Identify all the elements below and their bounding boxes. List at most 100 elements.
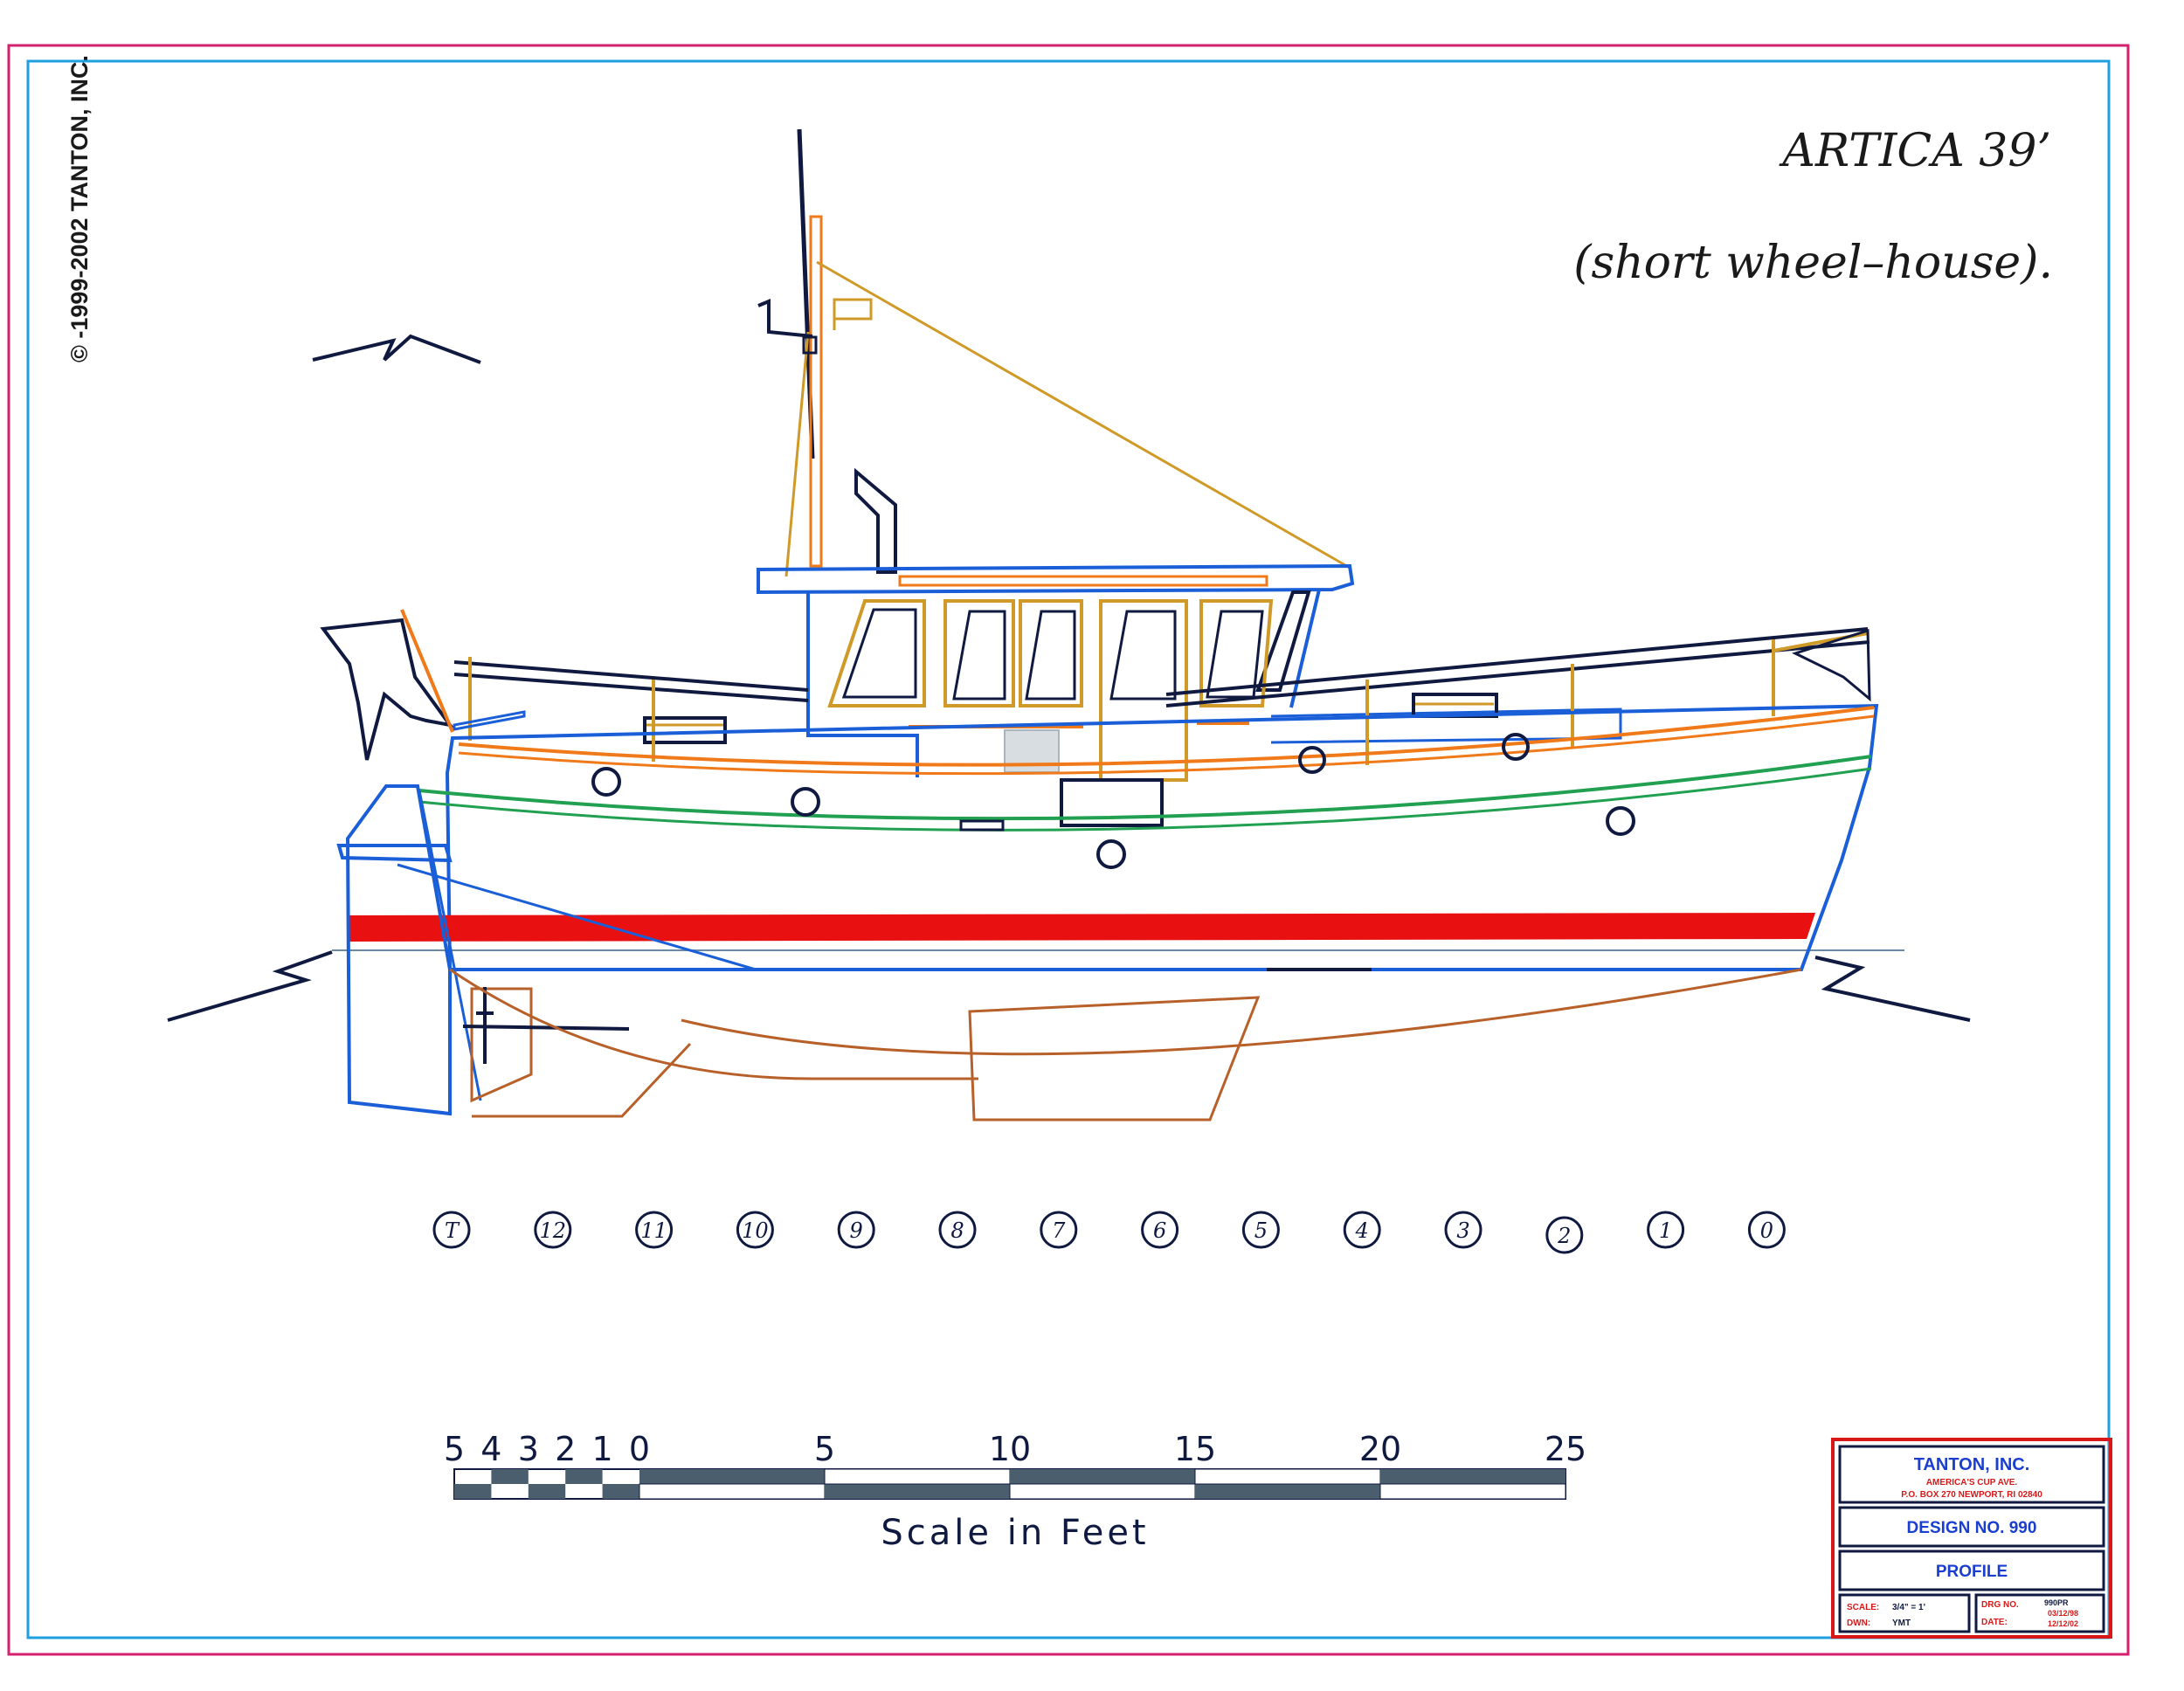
wheelhouse-windows (827, 599, 1274, 782)
scale-bar-segment (1195, 1484, 1380, 1499)
station-10: 10 (736, 1211, 774, 1249)
design-subtitle: (short wheel–house). (1573, 237, 2053, 289)
bilge-keel (968, 996, 1261, 1122)
skeg (472, 1042, 692, 1118)
sheer-line-lower (458, 714, 1875, 776)
station-label: 6 (1153, 1218, 1166, 1243)
wheelhouse-roof (757, 563, 1355, 595)
station-label: 1 (1659, 1218, 1672, 1243)
station-5: 5 (1241, 1211, 1280, 1249)
station-1: 1 (1647, 1211, 1685, 1249)
door-step (1060, 778, 1164, 827)
foredeck-trunk (1270, 707, 1622, 744)
station-label: 9 (850, 1218, 863, 1243)
transom-diagonal (397, 863, 757, 971)
station-12: 12 (534, 1211, 572, 1249)
scale-bar-segment (491, 1469, 529, 1484)
station-label: 8 (950, 1218, 964, 1243)
scale-tick-label: 1 (592, 1430, 613, 1468)
transom (345, 784, 452, 1116)
station-label: 5 (1254, 1218, 1268, 1243)
wheelhouse-body (806, 592, 919, 777)
scale-tick-label: 3 (518, 1430, 539, 1468)
scale-bar-segment (528, 1484, 566, 1499)
station-label: 12 (540, 1218, 567, 1243)
station-4: 4 (1343, 1211, 1381, 1249)
inner-border (26, 59, 2111, 1639)
title-block-date1: 03/12/98 (2048, 1609, 2078, 1618)
title-block: TANTON, INC. AMERICA'S CUP AVE. P.O. BOX… (1831, 1438, 2112, 1639)
title-block-company: TANTON, INC. (1914, 1455, 2030, 1474)
stern-rail (400, 609, 454, 733)
station-2: 2 (1545, 1216, 1584, 1254)
swim-platform (336, 844, 453, 863)
scale-tick-label: 20 (1359, 1430, 1401, 1468)
scale-tick-label: 2 (555, 1430, 576, 1468)
scale-bar-segment (565, 1469, 603, 1484)
scale-caption: Scale in Feet (881, 1513, 1149, 1553)
scale-tick-label: 5 (814, 1430, 835, 1468)
sheer-line (458, 706, 1875, 767)
bottom-profile (681, 968, 1802, 1056)
outer-border (7, 44, 2130, 1656)
station-label: 2 (1557, 1224, 1571, 1248)
aft-house-outline (453, 710, 526, 731)
scale-bar-segment (1010, 1469, 1195, 1484)
title-block-address2: P.O. BOX 270 NEWPORT, RI 02840 (1901, 1490, 2042, 1500)
copyright-text: © -1999-2002 TANTON, INC. (66, 55, 93, 362)
scale-bar-segment (639, 1469, 825, 1484)
station-0: 0 (1747, 1211, 1786, 1249)
scale-bar-segment (1194, 1468, 1381, 1485)
scale-bar-segment (1009, 1483, 1196, 1500)
wheelhouse-front (1289, 589, 1321, 708)
station-label: 4 (1355, 1218, 1369, 1243)
station-7: 7 (1040, 1211, 1078, 1249)
stern-davit (320, 618, 454, 761)
station-label: 3 (1456, 1218, 1469, 1243)
station-label: 0 (1760, 1218, 1773, 1243)
portholes (591, 733, 1635, 869)
title-block-sheet: PROFILE (1936, 1563, 2008, 1581)
wave-stern (167, 950, 333, 1022)
scale-bar-segment (1380, 1469, 1565, 1484)
foredeck-rail (1165, 627, 1870, 707)
scale-bar-segment (602, 1484, 639, 1499)
aft-hatch (643, 716, 727, 744)
title-block-date2: 12/12/02 (2048, 1619, 2078, 1628)
propeller-shaft (462, 987, 630, 1064)
rub-rail (418, 755, 1872, 821)
title-block-drg-label: DRG NO. (1981, 1600, 2019, 1610)
scale-tick-label: 25 (1545, 1430, 1586, 1468)
title-block-dwn-value: YMT (1892, 1619, 1911, 1628)
aft-deck-rail (453, 660, 809, 702)
title-block-dwn-label: DWN: (1847, 1619, 1870, 1628)
station-T: T (432, 1211, 471, 1249)
scale-bar-segment (454, 1484, 492, 1499)
wave-bow (1814, 956, 1971, 1022)
station-label: 10 (742, 1218, 769, 1243)
station-11: 11 (635, 1211, 674, 1249)
title-block-scale-label: SCALE: (1847, 1603, 1879, 1612)
rub-rail-lower (418, 767, 1872, 832)
scale-tick-label: 4 (480, 1430, 501, 1468)
station-8: 8 (938, 1211, 977, 1249)
scale-tick-label: 10 (989, 1430, 1031, 1468)
mast (757, 128, 1351, 577)
scale-bar-segment (1379, 1483, 1566, 1500)
station-9: 9 (837, 1211, 875, 1249)
wheelhouse-front-window (1255, 590, 1311, 692)
chine-fitting (959, 819, 1005, 832)
boot-stripe (348, 913, 1815, 942)
station-label: 7 (1052, 1218, 1066, 1243)
exhaust-stack (854, 467, 897, 574)
station-label: T (445, 1218, 460, 1243)
keel-line (449, 968, 978, 1080)
scale-bar-segment (639, 1483, 826, 1500)
scale-bar-segment (825, 1484, 1010, 1499)
rudder (470, 987, 533, 1103)
scale-bar-segment (824, 1468, 1011, 1485)
title-block-scale-value: 3/4" = 1' (1892, 1603, 1925, 1612)
station-label: 11 (640, 1218, 667, 1243)
